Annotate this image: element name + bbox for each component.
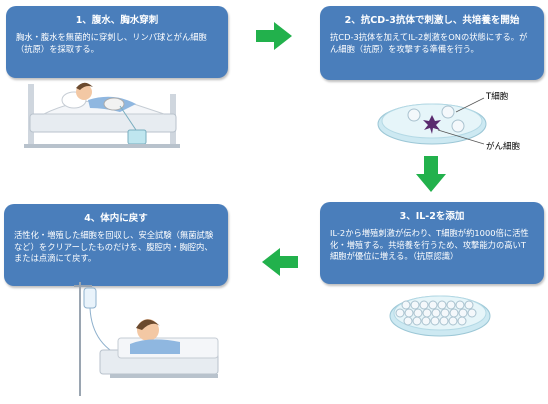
t-cell-icon [428, 300, 438, 310]
t-cell-icon [455, 300, 465, 310]
t-cell-icon [401, 300, 411, 310]
t-cell-icon [439, 316, 449, 326]
proliferated-cells-dish-illustration [389, 295, 491, 337]
iv-drip-patient-illustration [74, 282, 219, 396]
step-3-title: 3、IL-2を添加 [399, 211, 465, 222]
t-cell-icon [413, 308, 423, 318]
t-cell-icon [464, 300, 474, 310]
t-cell-icon [458, 308, 468, 318]
t-cell-icon [448, 316, 458, 326]
patient-bed-illustration [24, 82, 180, 148]
culture-dish-illustration [377, 97, 487, 145]
t-cell-icon [449, 308, 459, 318]
step-1-title: 1、腹水、胸水穿刺 [75, 15, 159, 26]
arrow-left-icon [262, 248, 298, 276]
step-2-title: 2、抗CD-3抗体で刺激し、共培養を開始 [344, 15, 520, 26]
step-4-box: 4、体内に戻す 活性化・増殖した細胞を回収し、安全試験（無菌試験など）をクリアー… [4, 204, 228, 286]
arrow-right-icon [256, 22, 292, 50]
step-2-text: 抗CD-3抗体を加えてIL-2刺激をONの状態にする。がん細胞（抗原）を攻撃する… [330, 32, 528, 54]
step-3-box: 3、IL-2を添加 IL-2から増殖刺激が伝わり、T細胞が約1000倍に活性化・… [320, 202, 544, 284]
step-4-title: 4、体内に戻す [84, 213, 148, 224]
cancer-cell-label: がん細胞 [486, 142, 521, 152]
step-1-text: 胸水・腹水を無菌的に穿刺し、リンパ球とがん細胞（抗原）を採取する。 [16, 32, 207, 54]
step-4-text: 活性化・増殖した細胞を回収し、安全試験（無菌試験など）をクリアーしたものだけを、… [14, 230, 214, 264]
t-cell-icon [457, 316, 467, 326]
t-cell-icon [410, 300, 420, 310]
cancer-cell-icon [423, 115, 441, 134]
t-cell-icon [467, 308, 477, 318]
t-cell-icon [440, 308, 450, 318]
t-cell-icon [422, 308, 432, 318]
step-3-text: IL-2から増殖刺激が伝わり、T細胞が約1000倍に活性化・増殖する。共培養を行… [330, 228, 529, 262]
t-cell-icon [395, 308, 405, 318]
t-cell-icon [419, 300, 429, 310]
t-cell-icon [404, 308, 414, 318]
t-cell-icon [437, 300, 447, 310]
t-cell-label: T細胞 [486, 92, 509, 102]
t-cell-icon [403, 316, 413, 326]
t-cell-icon [446, 300, 456, 310]
step-2-box: 2、抗CD-3抗体で刺激し、共培養を開始 抗CD-3抗体を加えてIL-2刺激をO… [320, 6, 544, 80]
arrow-down-icon [416, 156, 446, 192]
step-1-box: 1、腹水、胸水穿刺 胸水・腹水を無菌的に穿刺し、リンパ球とがん細胞（抗原）を採取… [6, 6, 228, 78]
t-cell-icon [412, 316, 422, 326]
t-cell-icon [431, 308, 441, 318]
t-cell-icon [421, 316, 431, 326]
t-cell-icon [430, 316, 440, 326]
